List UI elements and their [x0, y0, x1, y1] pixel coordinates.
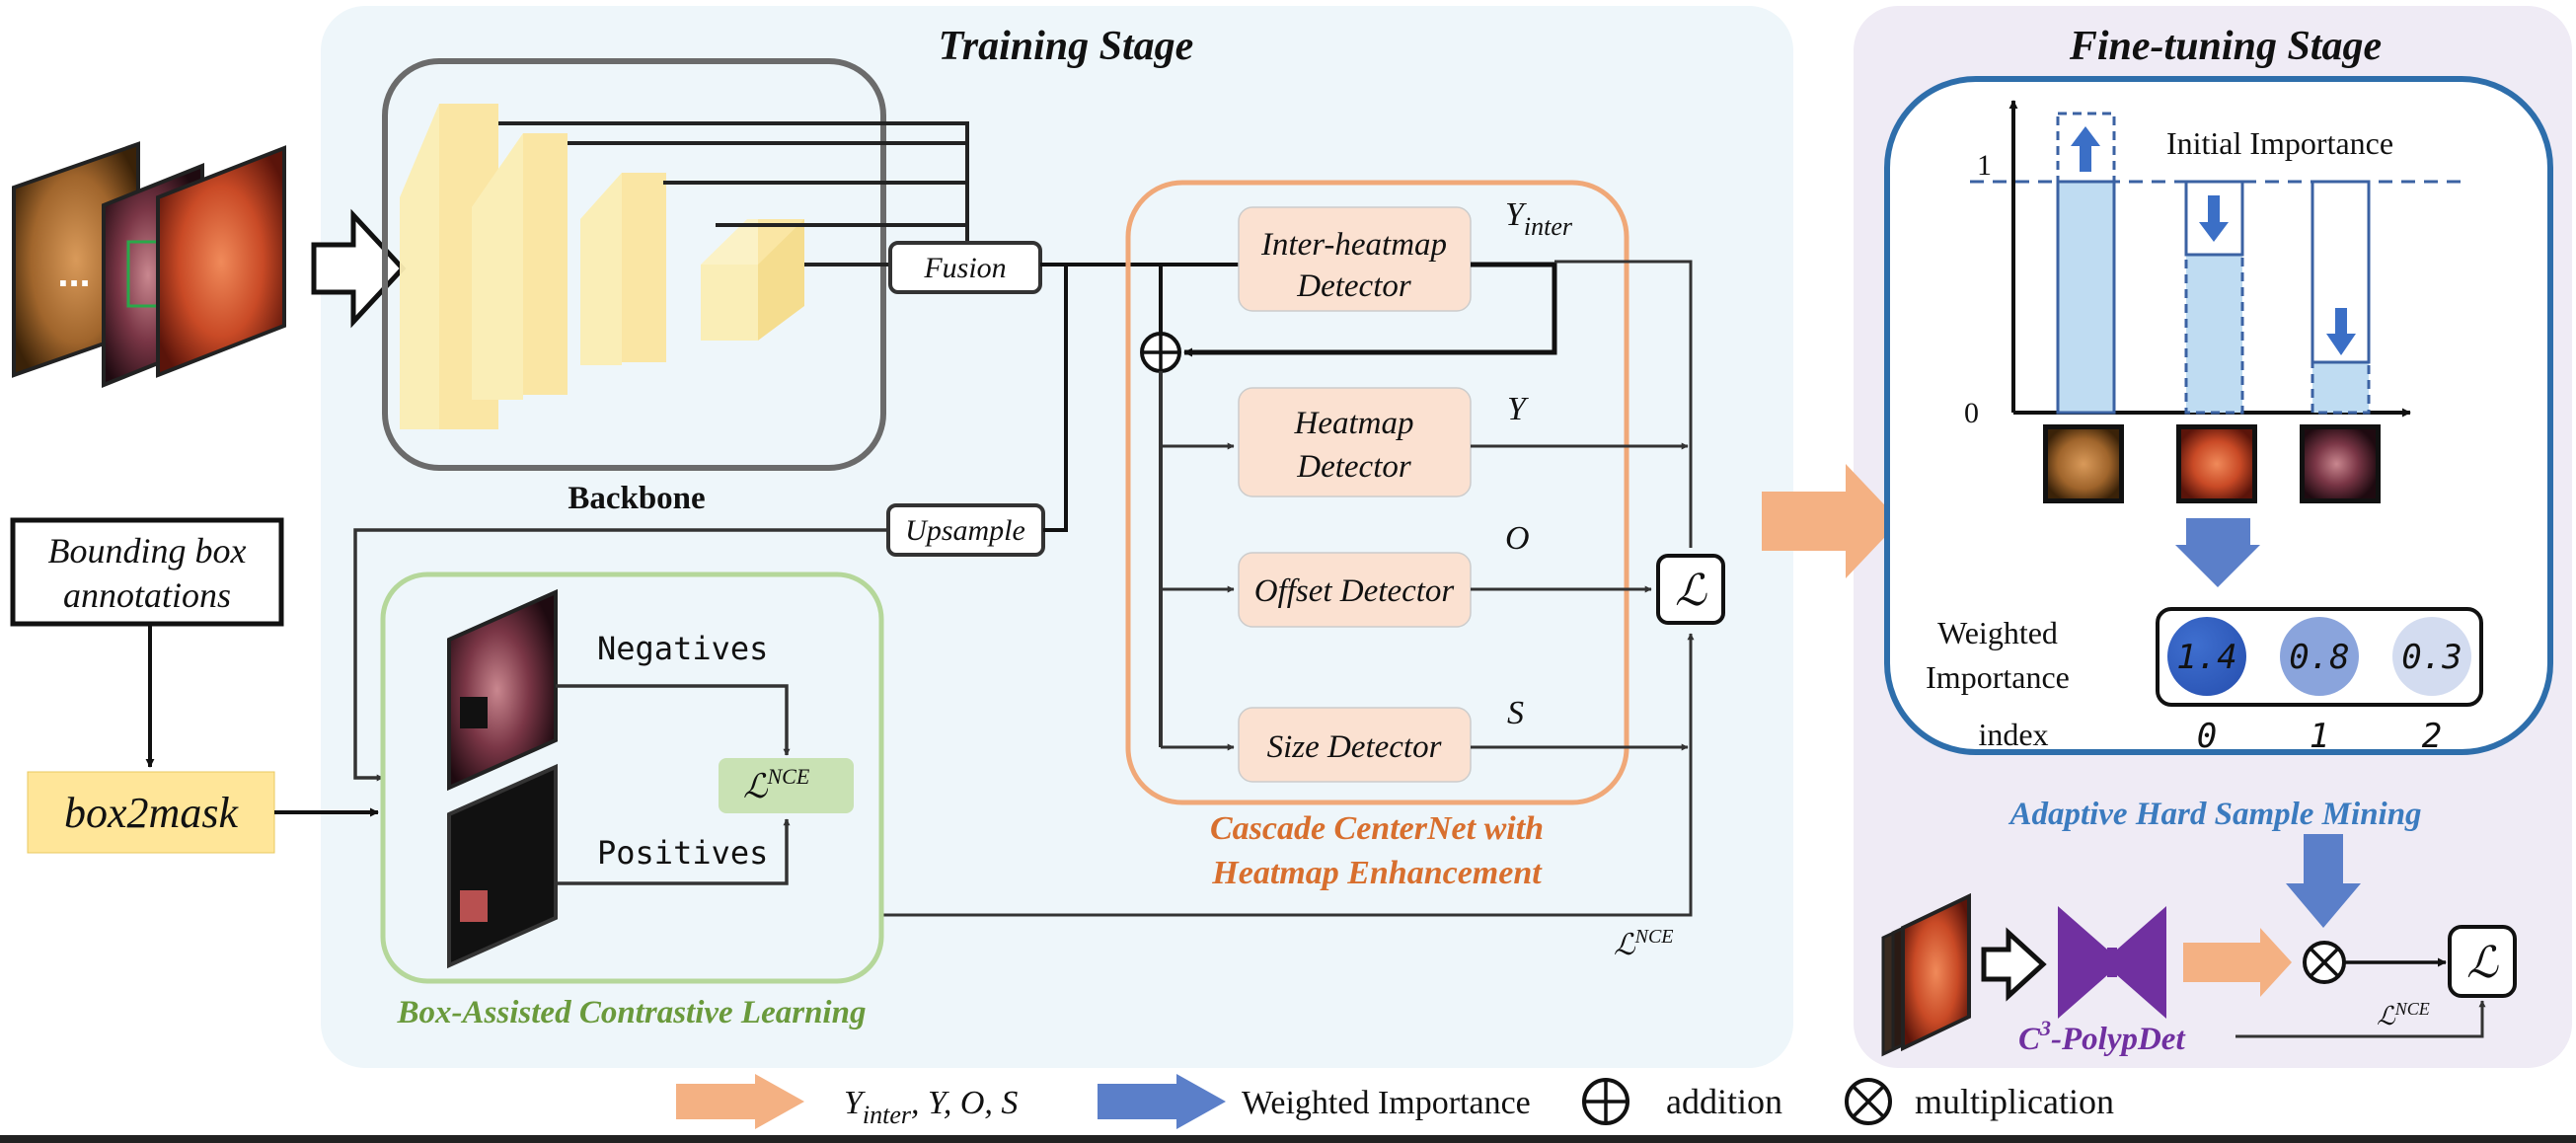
- importance-bar-1: [2184, 180, 2244, 415]
- fusion-box: [888, 241, 1042, 294]
- heatmap-detector-line2: Detector: [1296, 449, 1411, 485]
- backbone-skip-lines: [498, 121, 969, 267]
- polypdet-model-shape: [2058, 906, 2166, 1019]
- finetune-stage-title: Fine-tuning Stage: [2069, 24, 2382, 69]
- initial-importance-label: Initial Importance: [2166, 125, 2393, 161]
- inter-heatmap-detector-line1: Inter-heatmap: [1260, 227, 1447, 263]
- loss-box: [1656, 554, 1725, 625]
- legend-orange-label: Yinter, Y, O, S: [844, 1085, 1018, 1129]
- importance-bar-2: [2311, 180, 2371, 415]
- centernet-box: [1125, 180, 1629, 805]
- negative-sample-image: [447, 588, 558, 792]
- upsample-to-contrastive-line: [353, 528, 888, 782]
- thumbnail-2: [2300, 424, 2381, 503]
- box2mask-box: [27, 771, 275, 854]
- detector-outputs: [883, 260, 1695, 917]
- size-detector-label: Size Detector: [1267, 729, 1442, 765]
- legend-multiplication-label: multiplication: [1915, 1082, 2114, 1121]
- svg-text:0.8: 0.8: [2289, 638, 2349, 677]
- heatmap-detector-line1: Heatmap: [1294, 406, 1414, 441]
- nce-loss-symbol: ℒNCE: [743, 764, 810, 805]
- centernet-title-line2: Heatmap Enhancement: [1211, 855, 1543, 891]
- box2mask-label: box2mask: [64, 789, 239, 837]
- inter-heatmap-detector-box: [1238, 206, 1472, 312]
- annotation-line1: Bounding box: [48, 531, 247, 571]
- legend-blue-label: Weighted Importance: [1242, 1085, 1531, 1121]
- y-inter-label: Yinter: [1505, 196, 1573, 241]
- size-detector-box: [1238, 707, 1472, 783]
- annotation-line2: annotations: [63, 575, 231, 615]
- contrastive-box: [380, 572, 884, 984]
- svg-text:1.4: 1.4: [2176, 638, 2236, 677]
- s-label: S: [1507, 695, 1524, 731]
- mining-down-arrow: [2175, 518, 2260, 587]
- index-1: 1: [2310, 717, 2329, 756]
- input-image-stack: ...: [12, 141, 286, 388]
- importance-bar-0: [2056, 112, 2116, 415]
- y-tick-0: 0: [1964, 397, 1979, 429]
- contrastive-title: Box-Assisted Contrastive Learning: [397, 995, 867, 1030]
- nce-loss-label: ℒNCE: [1614, 926, 1674, 961]
- backbone-blocks: [400, 104, 804, 429]
- centernet-title-line1: Cascade CenterNet with: [1210, 810, 1544, 847]
- mining-output-arrow: [2286, 834, 2361, 928]
- mining-panel: [1884, 76, 2553, 755]
- weighted-importance-line1: Weighted: [1937, 615, 2058, 650]
- legend-orange-arrow: [676, 1074, 804, 1129]
- finetune-loss-symbol: ℒ: [2466, 939, 2499, 987]
- weight-circle-0: 1.4: [2167, 617, 2246, 696]
- input-ellipsis: ...: [57, 252, 90, 295]
- finetune-nce-arrow: [2235, 1000, 2486, 1038]
- weight-circle-2: 0.3: [2392, 617, 2471, 696]
- finetune-loss-box: [2448, 925, 2517, 998]
- contrastive-arrows: [556, 684, 791, 885]
- heatmap-detector-box: [1238, 387, 1472, 497]
- fusion-output-lines: [1040, 263, 1239, 532]
- loss-symbol: ℒ: [1675, 567, 1707, 615]
- index-label: index: [1978, 717, 2048, 752]
- negatives-label: Negatives: [597, 630, 768, 667]
- nce-loss-box: [719, 758, 854, 813]
- index-2: 2: [2422, 717, 2442, 756]
- annotation-box: [10, 517, 284, 627]
- input-hollow-arrow: [311, 208, 407, 329]
- centernet-routing: [1159, 262, 1557, 751]
- y-label: Y: [1507, 391, 1529, 427]
- thumbnail-1: [2176, 424, 2257, 503]
- backbone-label: Backbone: [568, 481, 705, 516]
- weighted-importance-line2: Importance: [1926, 659, 2070, 695]
- svg-text:0.3: 0.3: [2401, 638, 2462, 677]
- legend-addition-label: addition: [1666, 1082, 1782, 1121]
- stage-transition-arrow: [1762, 464, 1900, 578]
- thumbnail-0: [2043, 424, 2124, 503]
- training-stage-title: Training Stage: [939, 24, 1194, 69]
- offset-detector-label: Offset Detector: [1254, 573, 1455, 609]
- index-0: 0: [2197, 717, 2217, 756]
- weight-circle-1: 0.8: [2280, 617, 2359, 696]
- legend-blue-arrow: [1098, 1074, 1226, 1129]
- polypdet-model-label: C3-PolypDet: [2018, 1016, 2185, 1057]
- bottom-border-bar: [0, 1135, 2576, 1143]
- positive-sample-image: [447, 763, 558, 969]
- inter-heatmap-detector-line2: Detector: [1296, 268, 1411, 304]
- finetune-hollow-arrow: [1981, 927, 2047, 1002]
- mining-title: Adaptive Hard Sample Mining: [2008, 797, 2421, 832]
- finetune-input-images: [1881, 892, 1971, 1057]
- upsample-label: Upsample: [905, 514, 1025, 547]
- finetune-nce-label: ℒNCE: [2377, 999, 2430, 1030]
- positives-label: Positives: [597, 834, 768, 872]
- y-tick-1: 1: [1977, 149, 1992, 182]
- polypdet-output-arrow: [2183, 928, 2292, 997]
- o-label: O: [1505, 520, 1530, 557]
- fusion-label: Fusion: [923, 252, 1006, 284]
